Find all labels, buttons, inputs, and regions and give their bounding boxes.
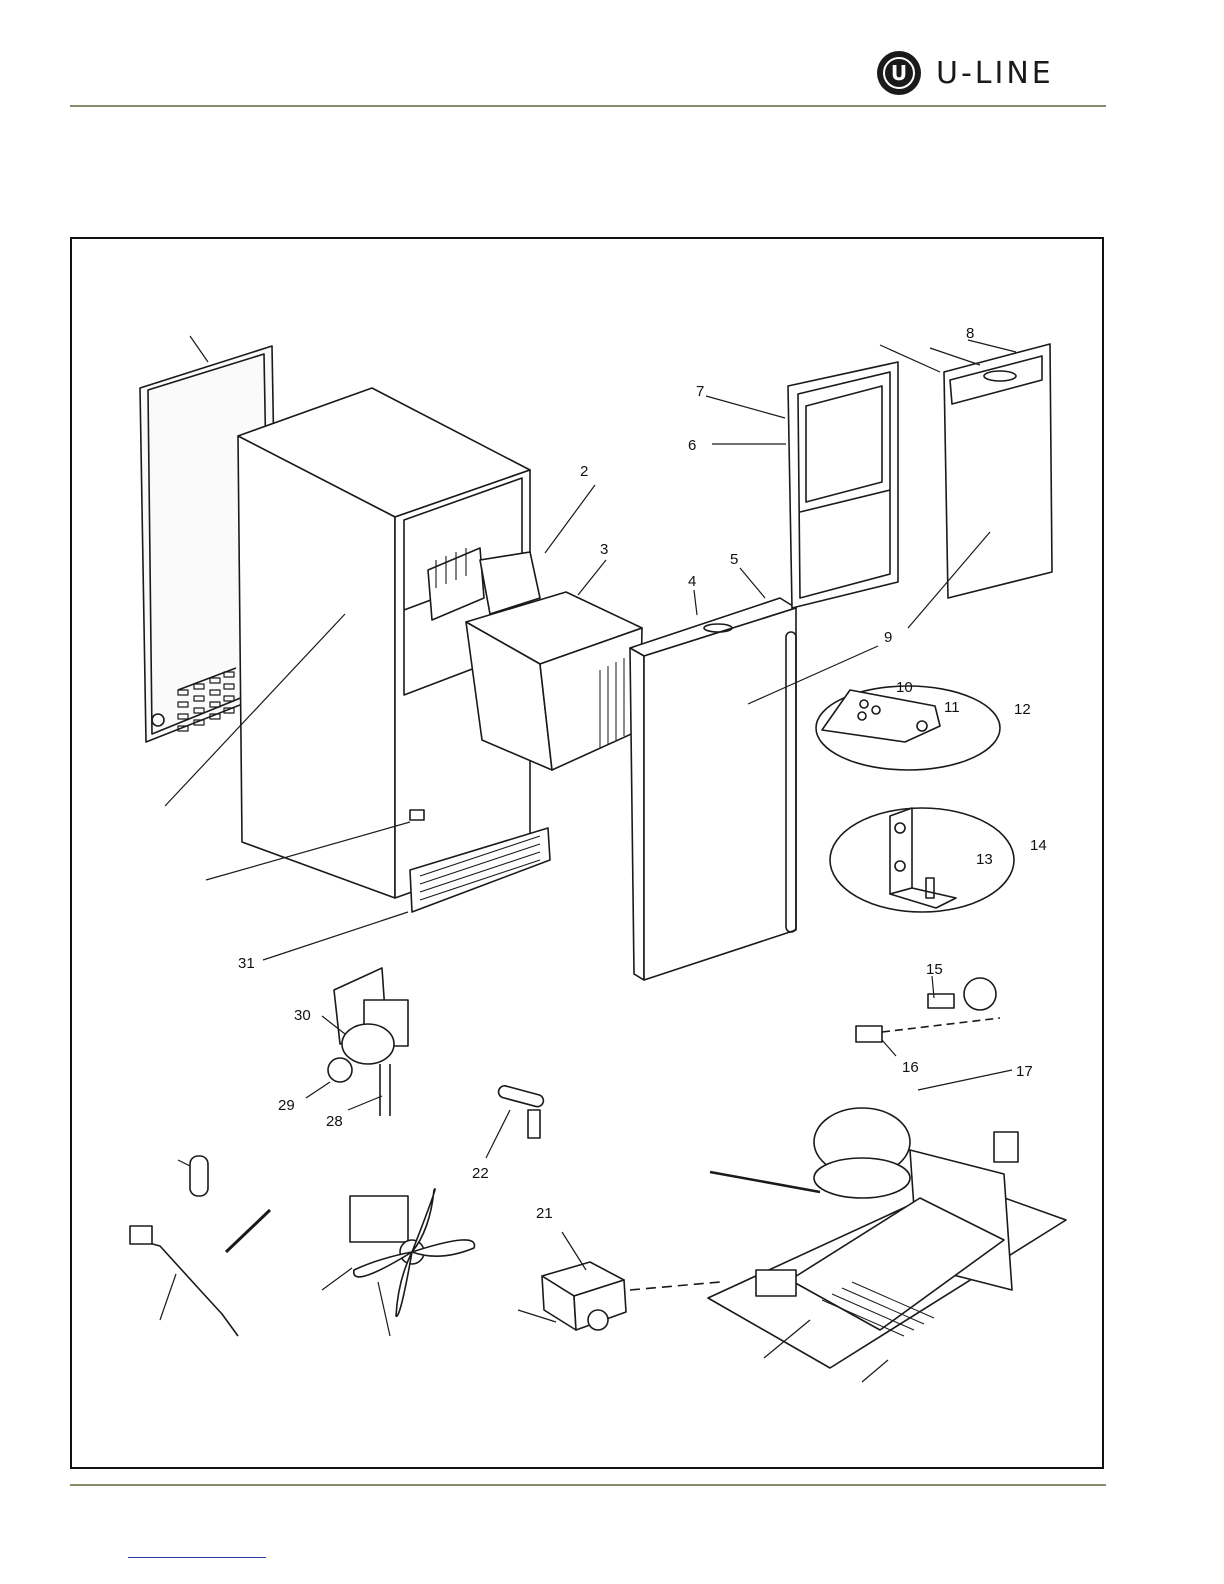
callout-3: 3 [600, 541, 608, 558]
water-valve [328, 968, 408, 1116]
callout-13: 13 [976, 851, 993, 868]
callout-2: 2 [580, 463, 588, 480]
callout-17: 17 [1016, 1063, 1033, 1080]
callout-9: 9 [884, 629, 892, 646]
callout-28: 28 [326, 1113, 343, 1130]
callout-11: 11 [944, 699, 960, 716]
callout-15: 15 [926, 961, 943, 978]
power-cord [130, 1156, 270, 1336]
callout-12: 12 [1014, 701, 1031, 718]
callout-16: 16 [902, 1059, 919, 1076]
footer-link-underline[interactable] [128, 1557, 266, 1558]
callout-14: 14 [1030, 837, 1047, 854]
top-hinge-detail [816, 686, 1000, 770]
callout-31: 31 [238, 955, 255, 972]
front-door [630, 598, 796, 980]
callout-30: 30 [294, 1007, 311, 1024]
callout-7: 7 [696, 383, 704, 400]
tube-fitting [497, 1085, 545, 1138]
ice-bin [466, 592, 642, 770]
callout-4: 4 [688, 573, 696, 590]
footer-rule [70, 1484, 1106, 1486]
alternate-door-panel [944, 344, 1052, 598]
callout-5: 5 [730, 551, 738, 568]
callout-21: 21 [536, 1205, 553, 1222]
callout-29: 29 [278, 1097, 295, 1114]
callout-22: 22 [472, 1165, 489, 1182]
callout-8: 8 [966, 325, 974, 342]
thermostat-parts [856, 978, 1000, 1042]
fan-motor [350, 1189, 474, 1316]
callout-6: 6 [688, 437, 696, 454]
compressor-base-assembly [708, 1108, 1066, 1368]
callout-10: 10 [896, 679, 913, 696]
control-switch [542, 1262, 720, 1330]
door-liner [788, 362, 898, 608]
